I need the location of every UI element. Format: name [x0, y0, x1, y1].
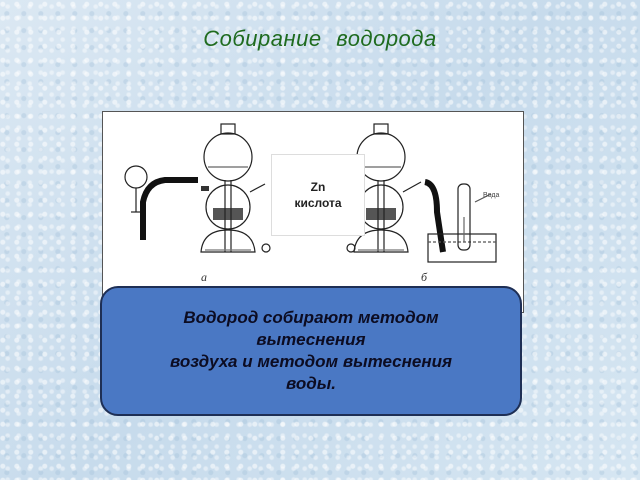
water-bath-b	[424, 179, 497, 263]
kipp-apparatus-a	[200, 123, 271, 253]
reagent-zinc: Zn	[310, 180, 326, 194]
reagent-label-box: Zn кислота	[271, 154, 365, 236]
kipp-apparatus-b	[346, 123, 422, 253]
caption-box: Водород собирают методом вытеснения возд…	[100, 286, 522, 416]
caption-text: Водород собирают методом вытеснения возд…	[169, 308, 453, 393]
kipp-apparatus-drawing	[124, 123, 497, 263]
collection-flask-a	[124, 165, 198, 240]
apparatus-figure: Zn кислота а б Вода	[102, 111, 524, 313]
slide-title: Собирание водорода	[203, 26, 437, 51]
label-apparatus-b: б	[421, 270, 428, 284]
reagent-acid: кислота	[294, 196, 342, 210]
label-water: Вода	[483, 192, 500, 199]
label-apparatus-a: а	[201, 270, 207, 284]
